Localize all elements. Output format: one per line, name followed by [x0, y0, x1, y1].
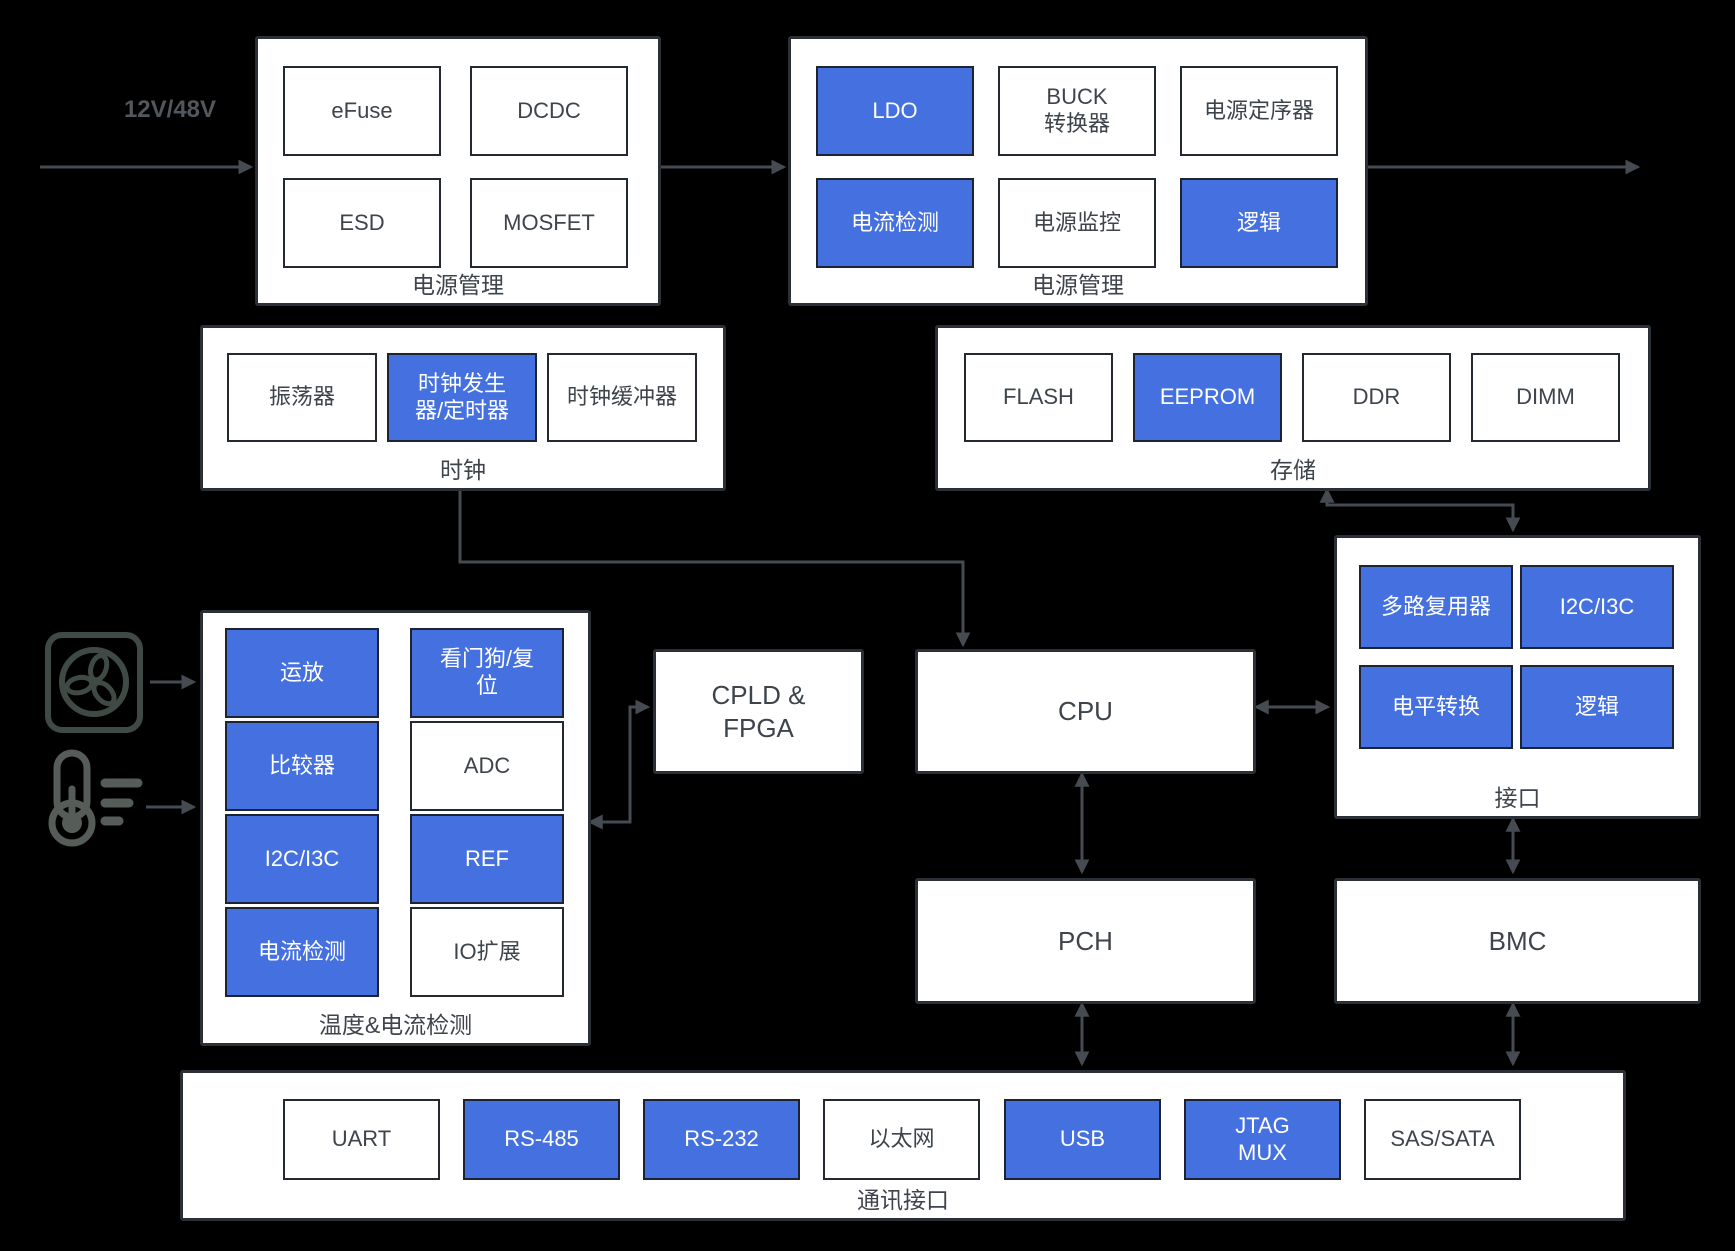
chip-ethernet: 以太网 — [823, 1099, 980, 1180]
node-cpld-fpga: CPLD & FPGA — [653, 649, 864, 774]
node-bmc: BMC — [1334, 878, 1701, 1004]
chip-clock-buffer: 时钟缓冲器 — [547, 353, 697, 442]
arrow-temp-cpld — [587, 699, 651, 830]
chip-usb: USB — [1004, 1099, 1161, 1180]
chip-current-sense: 电流检测 — [816, 178, 974, 268]
chip-eeprom: EEPROM — [1133, 353, 1282, 442]
chip-i2c-i3c-temp: I2C/I3C — [225, 814, 379, 904]
chip-logic: 逻辑 — [1180, 178, 1338, 268]
thermometer-icon — [48, 749, 143, 847]
chip-buck-converter: BUCK 转换器 — [998, 66, 1156, 156]
group-temp-current-sense: 运放 看门狗/复 位 比较器 ADC I2C/I3C REF 电流检测 IO扩展… — [200, 610, 591, 1046]
input-voltage-label: 12V/48V — [123, 96, 217, 123]
group-comm-interface: UART RS-485 RS-232 以太网 USB JTAG MUX SAS/… — [180, 1070, 1626, 1221]
chip-sas-sata: SAS/SATA — [1364, 1099, 1521, 1180]
group-clock: 振荡器 时钟发生 器/定时器 时钟缓冲器 时钟 — [200, 325, 726, 491]
chip-watchdog-reset: 看门狗/复 位 — [410, 628, 564, 718]
group-label-clock: 时钟 — [440, 457, 486, 483]
chip-comparator: 比较器 — [225, 721, 379, 811]
group-label-temp-current-sense: 温度&电流检测 — [318, 1012, 473, 1038]
chip-level-shifter: 电平转换 — [1359, 665, 1513, 749]
chip-power-monitor: 电源监控 — [998, 178, 1156, 268]
chip-dcdc: DCDC — [470, 66, 628, 156]
group-label-storage: 存储 — [1270, 457, 1316, 483]
chip-esd: ESD — [283, 178, 441, 268]
chip-clock-generator-timer: 时钟发生 器/定时器 — [387, 353, 537, 442]
node-pch: PCH — [915, 878, 1256, 1004]
group-power-management-1: eFuse DCDC ESD MOSFET 电源管理 — [255, 36, 661, 306]
chip-ldo: LDO — [816, 66, 974, 156]
chip-opamp: 运放 — [225, 628, 379, 718]
chip-efuse: eFuse — [283, 66, 441, 156]
fan-icon — [45, 632, 143, 733]
chip-ddr: DDR — [1302, 353, 1451, 442]
chip-adc: ADC — [410, 721, 564, 811]
chip-rs485: RS-485 — [463, 1099, 620, 1180]
group-label-power-management-1: 电源管理 — [412, 272, 504, 298]
chip-uart: UART — [283, 1099, 440, 1180]
chip-jtag-mux: JTAG MUX — [1184, 1099, 1341, 1180]
chip-flash: FLASH — [964, 353, 1113, 442]
chip-oscillator: 振荡器 — [227, 353, 377, 442]
group-label-comm-interface: 通讯接口 — [857, 1187, 949, 1213]
chip-dimm: DIMM — [1471, 353, 1620, 442]
group-label-power-management-2: 电源管理 — [1032, 272, 1124, 298]
chip-mosfet: MOSFET — [470, 178, 628, 268]
group-storage: FLASH EEPROM DDR DIMM 存储 — [935, 325, 1651, 491]
chip-i2c-i3c: I2C/I3C — [1520, 565, 1674, 649]
chip-power-sequencer: 电源定序器 — [1180, 66, 1338, 156]
group-label-interface: 接口 — [1494, 785, 1541, 811]
arrow-storage-interface — [1319, 487, 1521, 533]
chip-rs232: RS-232 — [643, 1099, 800, 1180]
group-interface: 多路复用器 I2C/I3C 电平转换 逻辑 接口 — [1334, 535, 1701, 819]
chip-io-expander: IO扩展 — [410, 907, 564, 997]
chip-current-sense-temp: 电流检测 — [225, 907, 379, 997]
chip-multiplexer: 多路复用器 — [1359, 565, 1513, 649]
group-power-management-2: LDO BUCK 转换器 电源定序器 电流检测 电源监控 逻辑 电源管理 — [788, 36, 1368, 306]
chip-logic-interface: 逻辑 — [1520, 665, 1674, 749]
node-cpu: CPU — [915, 649, 1256, 774]
chip-ref: REF — [410, 814, 564, 904]
arrow-clock-cpu — [458, 485, 971, 648]
